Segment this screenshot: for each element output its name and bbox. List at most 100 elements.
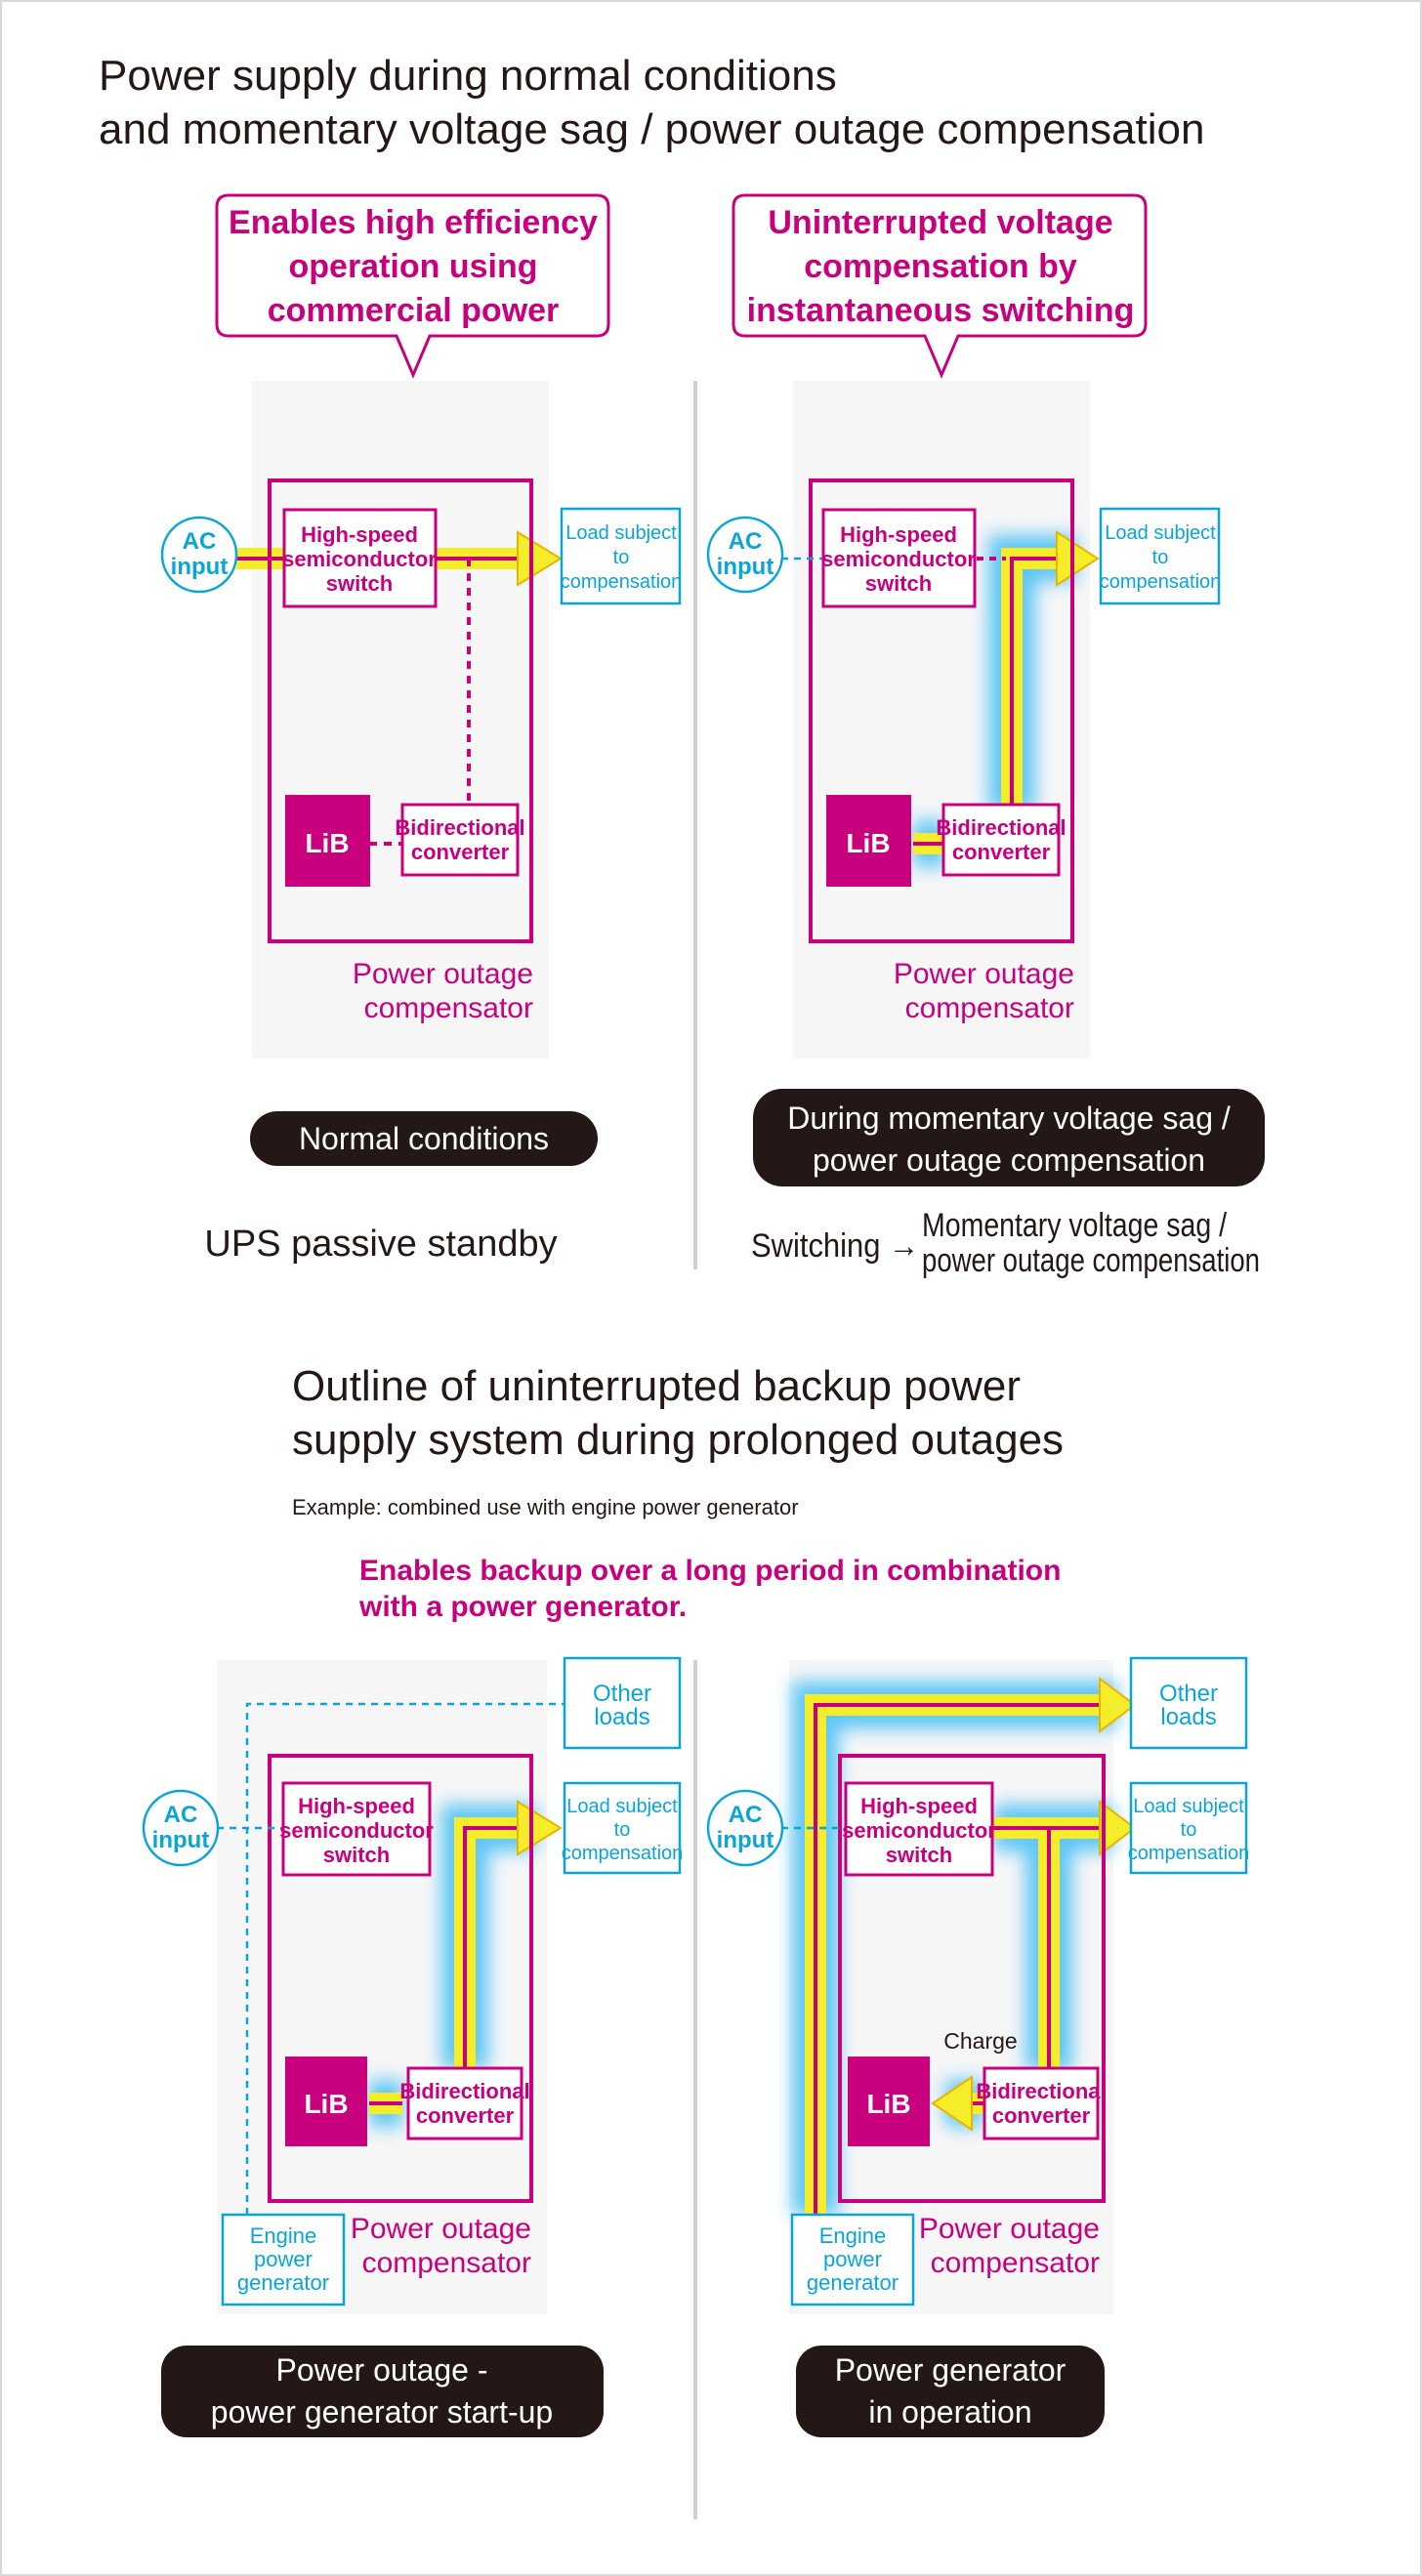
lib-battery — [848, 2057, 930, 2146]
compensator-outline — [809, 478, 1074, 943]
other-loads-label: Other — [593, 1681, 651, 1707]
lib-battery — [285, 795, 370, 887]
charge-label: Charge — [943, 2028, 1017, 2054]
ac-input-label: input — [152, 1827, 210, 1853]
switch-label: switch — [865, 571, 932, 596]
ac-input-label: AC — [183, 528, 217, 555]
lib-label: LiB — [846, 828, 890, 858]
compensator-label: Power outage — [353, 958, 533, 990]
compensator-label: compensator — [931, 2247, 1100, 2279]
section2-example: Example: combined use with engine power … — [292, 1495, 799, 1519]
section1-title-line1: Power supply during normal conditions — [99, 52, 837, 100]
lib-label: LiB — [866, 2089, 910, 2119]
engine-label: generator — [807, 2270, 899, 2295]
status-label: Power generator — [835, 2352, 1066, 2388]
other-loads-label: Other — [1159, 1681, 1218, 1707]
high-speed-switch-box — [821, 508, 977, 608]
load-label: compensation — [1100, 571, 1222, 593]
callout-instantaneous-switching: Uninterrupted voltage compensation by in… — [732, 193, 1148, 379]
flow-line — [814, 1703, 1109, 2215]
flow-arrow — [1056, 530, 1100, 587]
ac-input-label: input — [171, 554, 229, 580]
section2-title-line2: supply system during prolonged outages — [292, 1416, 1064, 1464]
section2-title-line1: Outline of uninterrupted backup power — [292, 1362, 1021, 1410]
status-pill-normal — [250, 1111, 598, 1166]
compensator-label: Power outage — [894, 958, 1074, 990]
status-label: power outage compensation — [813, 1143, 1205, 1178]
callout-high-efficiency: Enables high efficiency operation using … — [215, 193, 610, 379]
switch-label: High-speed — [840, 522, 957, 547]
charge-arrow — [931, 2075, 973, 2132]
flow-arrow — [1099, 1677, 1137, 1733]
status-label: Normal conditions — [299, 1121, 549, 1156]
converter-label: Bidirectional — [395, 815, 524, 840]
compensator-label: compensator — [905, 992, 1074, 1024]
converter-label: converter — [992, 2103, 1091, 2128]
bidirectional-converter-box — [941, 803, 1061, 877]
switch-label: semiconductor — [842, 1818, 996, 1843]
engine-generator-box — [790, 2213, 915, 2306]
switch-label: semiconductor — [821, 547, 976, 571]
diagram-normal-conditions: Enables high efficiency operation using … — [160, 193, 683, 1265]
switch-label: switch — [323, 1843, 390, 1867]
status-label: During momentary voltage sag / — [787, 1101, 1231, 1136]
converter-label: Bidirectional — [976, 2079, 1106, 2103]
flow-line — [1010, 557, 1068, 810]
lib-battery — [826, 795, 911, 887]
engine-label: power — [254, 2247, 313, 2271]
flow-arrow — [517, 1800, 563, 1856]
ac-input-circle — [160, 516, 238, 594]
status-pill-startup — [161, 2346, 604, 2437]
converter-label: Bidirectional — [936, 815, 1066, 840]
compensator-label: compensator — [364, 992, 533, 1024]
bidirectional-converter-box — [400, 803, 520, 877]
bidirectional-converter-box — [983, 2066, 1100, 2140]
status-label: Power outage - — [275, 2352, 487, 2388]
compensator-panel — [252, 381, 549, 1059]
high-speed-switch-box — [282, 508, 438, 608]
ac-input-label: AC — [729, 528, 763, 555]
ac-input-circle — [142, 1789, 220, 1867]
ac-input-label: AC — [729, 1802, 763, 1828]
callout-line: Uninterrupted voltage — [768, 204, 1112, 241]
caption-switching-prefix: Switching → — [751, 1227, 919, 1265]
compensator-outline — [838, 1754, 1106, 2203]
load-box — [563, 1781, 682, 1875]
load-label: compensation — [561, 571, 683, 593]
caption-switching-line: power outage compensation — [922, 1242, 1260, 1279]
load-label: compensation — [562, 1843, 684, 1864]
generator-dashed-link — [245, 1702, 565, 2215]
load-label: compensation — [1128, 1843, 1250, 1864]
other-loads-label: loads — [594, 1704, 649, 1730]
flow-line — [463, 1826, 527, 2068]
load-box — [560, 507, 682, 605]
other-loads-box — [563, 1656, 682, 1750]
switch-label: semiconductor — [282, 547, 437, 571]
compensator-outline — [268, 478, 533, 943]
caption-ups-passive-standby: UPS passive standby — [204, 1224, 557, 1265]
compensator-outline — [268, 1754, 533, 2203]
switch-label: switch — [326, 571, 393, 596]
flow-arrow — [1099, 1800, 1137, 1856]
status-label: in operation — [868, 2394, 1031, 2430]
lib-battery — [285, 2057, 367, 2146]
high-speed-switch-box — [281, 1781, 432, 1877]
callout-line: instantaneous switching — [747, 292, 1135, 329]
load-label: Load subject — [1105, 522, 1216, 544]
load-label: Load subject — [565, 522, 677, 544]
engine-label: generator — [237, 2270, 329, 2295]
callout-line: commercial power — [268, 292, 560, 329]
converter-label: converter — [416, 2103, 515, 2128]
engine-label: Engine — [250, 2223, 317, 2248]
engine-generator-box — [221, 2213, 346, 2306]
ac-input-circle — [706, 516, 784, 594]
callout-line: Enables high efficiency — [229, 204, 598, 241]
load-label: to — [613, 547, 630, 568]
converter-label: converter — [952, 840, 1051, 864]
compensator-panel — [793, 381, 1090, 1059]
callout-line: compensation by — [804, 248, 1077, 285]
section1-title-line2: and momentary voltage sag / power outage… — [99, 105, 1204, 153]
status-label: power generator start-up — [211, 2394, 553, 2430]
compensator-label: Power outage — [919, 2213, 1100, 2245]
